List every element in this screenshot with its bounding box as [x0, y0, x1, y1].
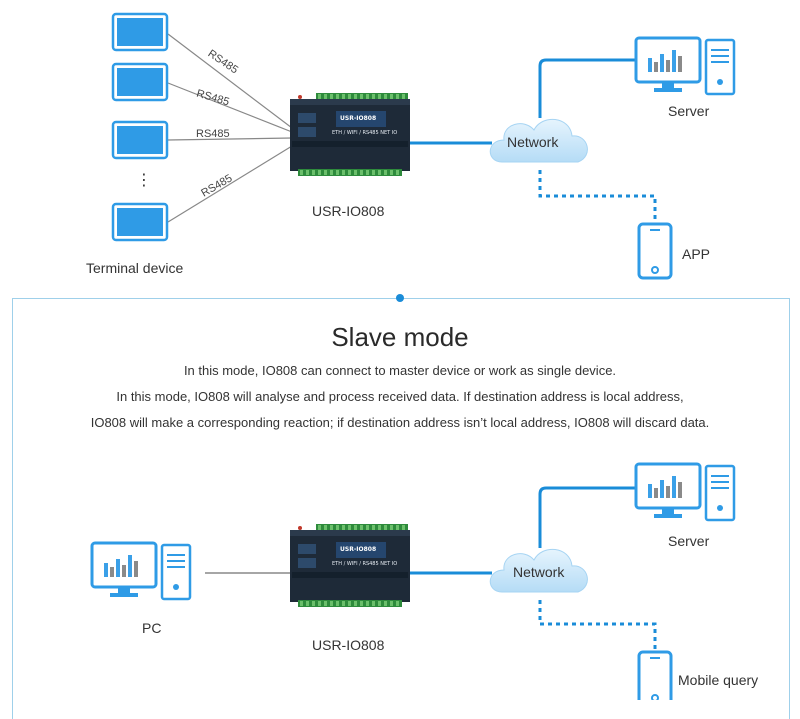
- device-brand: USR-IO808: [340, 546, 377, 553]
- server-link: [538, 486, 636, 548]
- tablet-icon: [111, 202, 169, 242]
- device-label: USR-IO808: [312, 203, 385, 219]
- section-title: Slave mode: [331, 322, 469, 352]
- app-wireless-link: [538, 170, 657, 222]
- mobile-query-label: Mobile query: [678, 672, 759, 688]
- network-label: Network: [513, 564, 565, 580]
- description-line: In this mode, IO808 will analyse and pro…: [116, 389, 684, 404]
- description-line: In this mode, IO808 can connect to maste…: [183, 363, 617, 378]
- mobile-wireless-link: [538, 600, 657, 652]
- device-brand: USR-IO808: [340, 115, 377, 122]
- app-label: APP: [682, 246, 711, 262]
- description-line: IO808 will make a corresponding reaction…: [90, 415, 710, 430]
- device-subtitle: ETH / WIFI / RS485 NET IO: [332, 130, 398, 136]
- network-diagram: [90, 12, 736, 700]
- ellipsis: ⋮: [136, 172, 152, 189]
- tablet-icon: [111, 120, 169, 160]
- smartphone-icon: [637, 222, 673, 280]
- rs485-connection-lines: [167, 33, 293, 223]
- pc-label: PC: [142, 620, 162, 636]
- tablet-icon: [111, 12, 169, 52]
- tablet-icon: [111, 62, 169, 102]
- slave-mode-panel: [12, 298, 790, 719]
- device-subtitle: ETH / WIFI / RS485 NET IO: [332, 561, 398, 567]
- divider-dot: [396, 294, 404, 302]
- rs485-label: RS485: [196, 128, 230, 140]
- device-label: USR-IO808: [312, 637, 385, 653]
- server-label: Server: [668, 533, 710, 549]
- terminal-device-label: Terminal device: [86, 260, 184, 276]
- network-label: Network: [507, 134, 559, 150]
- server-monitor-icon: [634, 36, 736, 96]
- server-link: [538, 58, 636, 118]
- server-label: Server: [668, 103, 710, 119]
